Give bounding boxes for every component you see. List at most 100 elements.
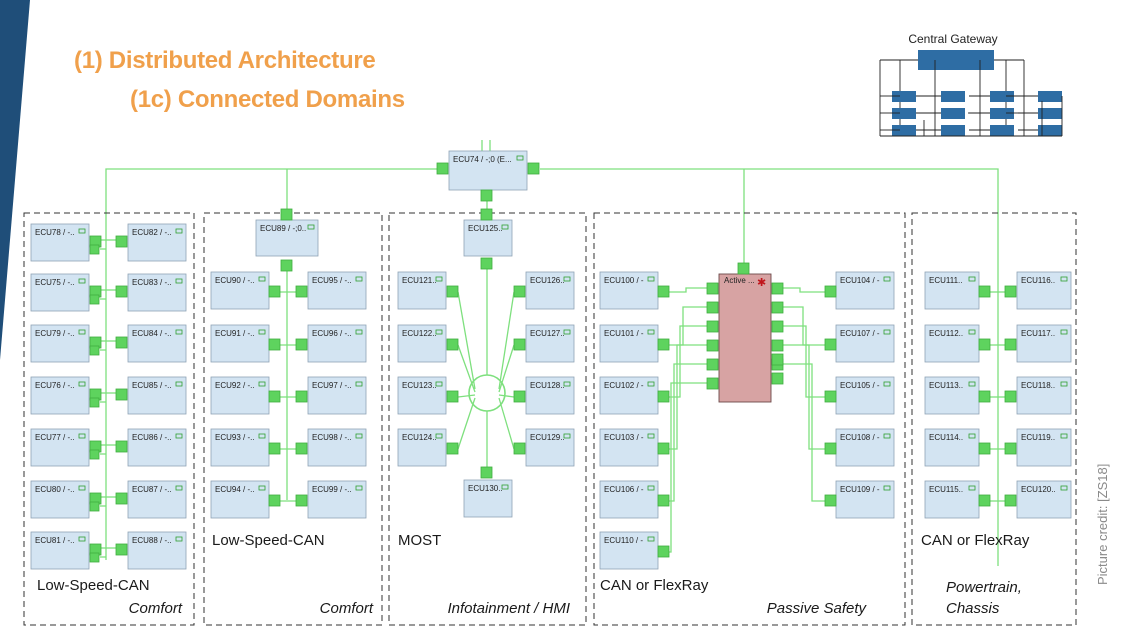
port bbox=[89, 345, 100, 356]
domain-label-d5-line1: Powertrain, bbox=[946, 579, 1022, 596]
ecu-label: ECU106 / - bbox=[604, 485, 644, 494]
ecu-powertrain-left bbox=[924, 480, 980, 519]
port bbox=[115, 235, 128, 248]
port bbox=[657, 338, 670, 351]
bus-line bbox=[498, 394, 515, 398]
ecu-label: ECU116.. bbox=[1021, 276, 1055, 285]
port bbox=[706, 358, 719, 371]
port bbox=[824, 285, 837, 298]
ecu-powertrain-left bbox=[924, 376, 980, 415]
ecu-status-icon bbox=[258, 276, 266, 282]
ecu-label: ECU128.. bbox=[530, 381, 565, 390]
ecu-label: ECU124.. bbox=[402, 433, 437, 442]
ecu-label: ECU95 / -.. bbox=[312, 276, 352, 285]
ecu-most-left bbox=[397, 271, 447, 310]
port bbox=[978, 390, 991, 403]
port bbox=[513, 338, 526, 351]
port bbox=[480, 257, 493, 270]
ecu-status-icon bbox=[258, 381, 266, 387]
port bbox=[89, 501, 100, 512]
ecu-status-icon bbox=[563, 329, 571, 335]
port bbox=[268, 494, 281, 507]
port bbox=[1004, 338, 1017, 351]
inset-ecu-block bbox=[990, 108, 1014, 119]
port bbox=[89, 552, 100, 563]
port bbox=[978, 494, 991, 507]
inset-ecu-block bbox=[990, 125, 1014, 136]
port bbox=[824, 442, 837, 455]
title-line-1: (1) Distributed Architecture bbox=[74, 47, 376, 74]
port bbox=[771, 353, 784, 366]
port bbox=[89, 449, 100, 460]
controller-label: Active ... bbox=[724, 276, 755, 285]
ecu-status-icon bbox=[501, 484, 509, 490]
ecu-status-icon bbox=[1060, 329, 1068, 335]
bus-line bbox=[457, 394, 476, 398]
ecu-most-left bbox=[397, 324, 447, 363]
domain-label-d3: Infotainment / HMI bbox=[447, 600, 570, 617]
ecu-status-icon bbox=[258, 329, 266, 335]
active-safety-controller bbox=[718, 273, 772, 403]
ecu-status-icon bbox=[1060, 433, 1068, 439]
ecu-status-icon bbox=[78, 381, 86, 387]
ecu-label: ECU96 / -.. bbox=[312, 329, 352, 338]
port bbox=[706, 339, 719, 352]
ecu-status-icon bbox=[175, 278, 183, 284]
ecu-status-icon bbox=[968, 485, 976, 491]
ecu-status-icon bbox=[78, 278, 86, 284]
accent-stripe bbox=[0, 0, 30, 360]
port bbox=[480, 189, 493, 202]
ecu-label: ECU110 / - bbox=[604, 536, 643, 545]
port bbox=[771, 372, 784, 385]
ecu-status-icon bbox=[501, 224, 509, 230]
ecu-label: ECU98 / -.. bbox=[312, 433, 352, 442]
port bbox=[771, 301, 784, 314]
ecu-safety-left bbox=[599, 480, 659, 519]
ecu-label: ECU117.. bbox=[1021, 329, 1055, 338]
ecu-label: ECU89 / -;0.. bbox=[260, 224, 306, 233]
port bbox=[115, 336, 128, 349]
domain-label-d1: Comfort bbox=[129, 600, 183, 617]
ecu-label: ECU105 / - bbox=[840, 381, 880, 390]
picture-credit: Picture credit: [ZS18] bbox=[1095, 463, 1110, 585]
ecu-most-right bbox=[525, 428, 575, 467]
ecu-status-icon bbox=[968, 381, 976, 387]
ecu-label: ECU127.. bbox=[530, 329, 565, 338]
ecu-status-icon bbox=[883, 485, 891, 491]
port bbox=[978, 285, 991, 298]
bus-label-d3: MOST bbox=[398, 532, 441, 549]
ecu-status-icon bbox=[516, 155, 524, 161]
port bbox=[446, 390, 459, 403]
ecu-label: ECU120.. bbox=[1021, 485, 1056, 494]
ecu-label: ECU123.. bbox=[402, 381, 437, 390]
bus-line bbox=[457, 291, 476, 390]
port bbox=[446, 338, 459, 351]
ecu-status-icon bbox=[1060, 381, 1068, 387]
ecu-status-icon bbox=[647, 381, 655, 387]
ecu-label: ECU82 / -.. bbox=[132, 228, 172, 237]
port bbox=[89, 244, 100, 255]
port bbox=[446, 285, 459, 298]
port bbox=[280, 208, 293, 221]
port bbox=[295, 442, 308, 455]
port bbox=[513, 390, 526, 403]
ecu-comfort2-left bbox=[210, 324, 270, 363]
ecu-status-icon bbox=[968, 276, 976, 282]
domain-box-2 bbox=[203, 212, 383, 626]
ecu-label: ECU101 / - bbox=[604, 329, 644, 338]
ecu-label: ECU79 / -.. bbox=[35, 329, 75, 338]
port bbox=[657, 285, 670, 298]
port bbox=[115, 543, 128, 556]
ecu-label: ECU85 / -.. bbox=[132, 381, 172, 390]
bus-line bbox=[457, 397, 476, 450]
ecu-powertrain-right bbox=[1016, 428, 1072, 467]
port bbox=[706, 301, 719, 314]
ecu-label: ECU92 / -.. bbox=[215, 381, 255, 390]
port bbox=[771, 320, 784, 333]
ecu-label: ECU118.. bbox=[1021, 381, 1055, 390]
domain-box-5 bbox=[911, 212, 1077, 626]
port bbox=[657, 442, 670, 455]
ecu-label: ECU88 / -.. bbox=[132, 536, 172, 545]
port bbox=[513, 285, 526, 298]
